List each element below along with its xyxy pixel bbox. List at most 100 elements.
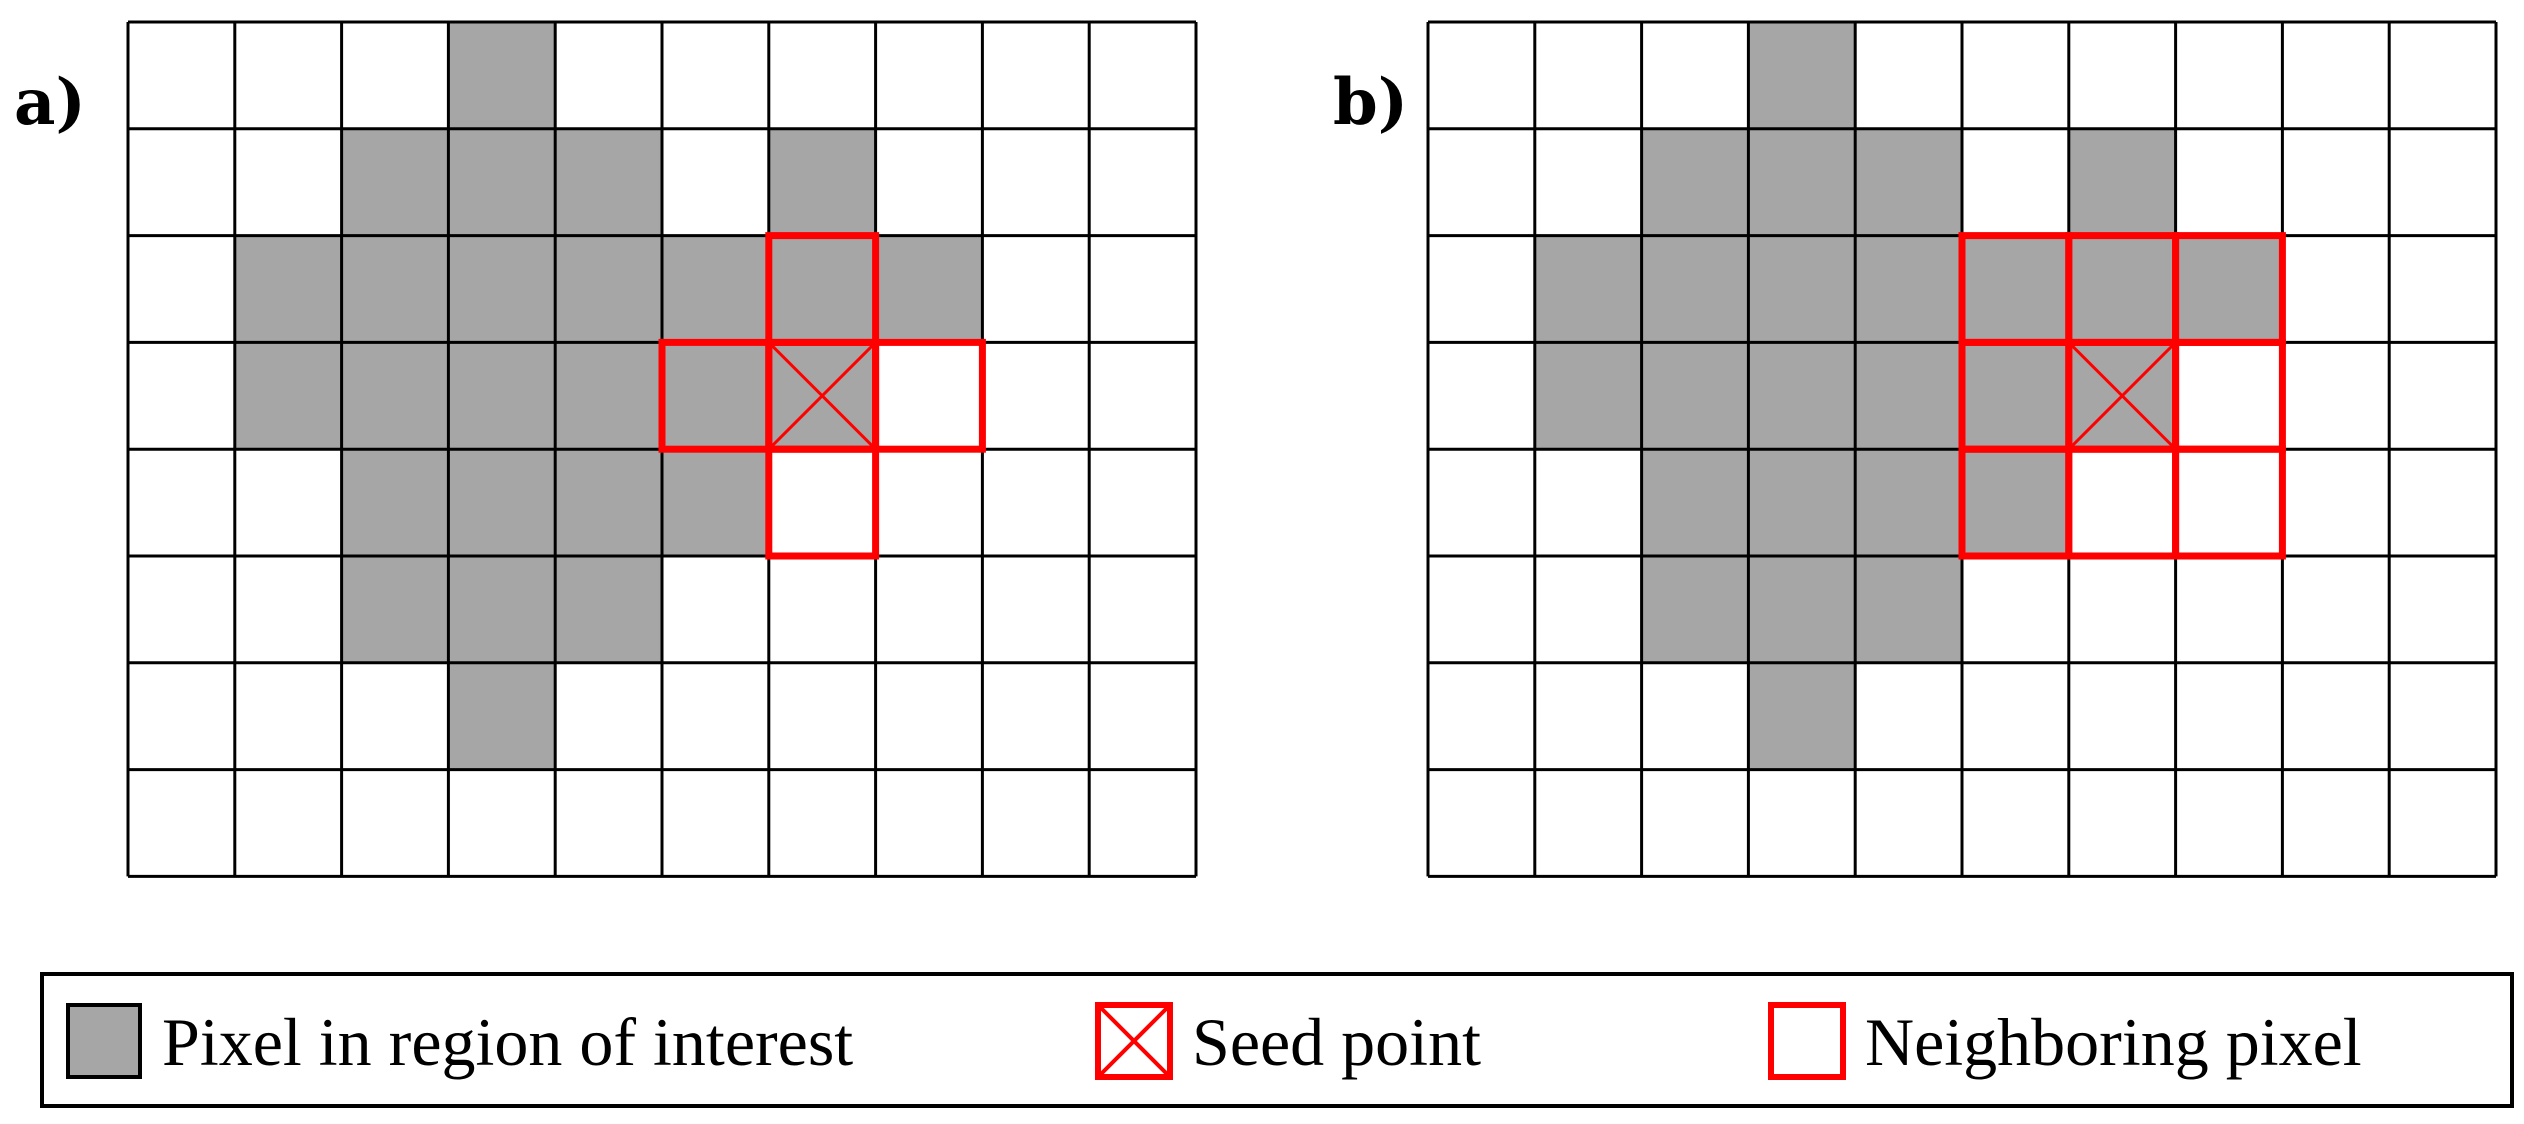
- empty-pixel: [875, 556, 983, 663]
- empty-pixel: [2068, 556, 2176, 663]
- region-pixel: [1855, 449, 1962, 556]
- empty-pixel: [448, 769, 556, 877]
- region-pixel: [234, 235, 342, 343]
- empty-pixel: [2068, 22, 2176, 129]
- empty-pixel: [875, 22, 983, 129]
- empty-pixel: [662, 769, 769, 877]
- panel-b: b): [1333, 20, 2498, 878]
- empty-pixel: [2282, 662, 2390, 770]
- empty-pixel: [1534, 662, 1642, 770]
- empty-pixel: [1748, 769, 1856, 877]
- empty-pixel: [1855, 22, 1962, 129]
- empty-pixel: [1855, 769, 1962, 877]
- region-pixel: [555, 342, 662, 450]
- empty-pixel: [1428, 128, 1535, 236]
- region-pixel: [448, 22, 556, 129]
- empty-pixel: [1428, 342, 1535, 450]
- region-pixel: [1748, 235, 1856, 343]
- region-pixel: [448, 449, 556, 556]
- region-pixel: [2068, 235, 2176, 343]
- region-pixel: [341, 556, 449, 663]
- region-pixel: [1534, 342, 1642, 450]
- neighbor-pixel: [2172, 445, 2286, 560]
- empty-pixel: [1089, 342, 1196, 450]
- empty-pixel: [1962, 662, 2069, 770]
- region-pixel: [1748, 449, 1856, 556]
- region-pixel: [341, 449, 449, 556]
- empty-pixel: [1428, 769, 1535, 877]
- empty-pixel: [2389, 769, 2496, 877]
- empty-pixel: [1089, 662, 1196, 770]
- empty-pixel: [768, 662, 876, 770]
- region-pixel: [1641, 342, 1749, 450]
- region-pixel: [448, 662, 556, 770]
- region-pixel: [1855, 235, 1962, 343]
- region-pixel: [341, 342, 449, 450]
- region-pixel: [768, 128, 876, 236]
- empty-pixel: [2175, 769, 2283, 877]
- panel-a-label: a): [14, 65, 86, 140]
- empty-pixel: [1089, 769, 1196, 877]
- legend-seed-swatch: [1095, 1002, 1173, 1080]
- empty-pixel: [2389, 128, 2496, 236]
- empty-pixel: [982, 449, 1090, 556]
- empty-pixel: [1089, 449, 1196, 556]
- region-pixel: [662, 449, 769, 556]
- seed-cross: [767, 341, 877, 451]
- empty-pixel: [2282, 342, 2390, 450]
- panel-a: a): [14, 20, 1198, 878]
- empty-pixel: [2282, 128, 2390, 236]
- empty-pixel: [1089, 556, 1196, 663]
- empty-pixel: [1428, 556, 1535, 663]
- empty-pixel: [2068, 449, 2176, 556]
- empty-pixel: [768, 449, 876, 556]
- empty-pixel: [982, 22, 1090, 129]
- empty-pixel: [875, 769, 983, 877]
- empty-pixel: [128, 22, 235, 129]
- empty-pixel: [768, 769, 876, 877]
- empty-pixel: [128, 235, 235, 343]
- region-pixel: [662, 235, 769, 343]
- empty-pixel: [1089, 235, 1196, 343]
- legend-region-swatch: [66, 1003, 142, 1079]
- empty-pixel: [555, 22, 662, 129]
- empty-pixel: [234, 128, 342, 236]
- empty-pixel: [128, 662, 235, 770]
- empty-pixel: [1641, 22, 1749, 129]
- empty-pixel: [1534, 556, 1642, 663]
- region-pixel: [555, 128, 662, 236]
- empty-pixel: [1428, 662, 1535, 770]
- empty-pixel: [2389, 342, 2496, 450]
- region-pixel: [555, 449, 662, 556]
- empty-pixel: [1534, 769, 1642, 877]
- empty-pixel: [1089, 128, 1196, 236]
- empty-pixel: [875, 449, 983, 556]
- empty-pixel: [982, 769, 1090, 877]
- empty-pixel: [2175, 342, 2283, 450]
- empty-pixel: [2175, 662, 2283, 770]
- empty-pixel: [875, 662, 983, 770]
- region-pixel: [1748, 556, 1856, 663]
- empty-pixel: [341, 662, 449, 770]
- empty-pixel: [982, 235, 1090, 343]
- region-pixel: [1748, 22, 1856, 129]
- region-pixel: [875, 235, 983, 343]
- empty-pixel: [982, 128, 1090, 236]
- empty-pixel: [2282, 22, 2390, 129]
- empty-pixel: [1962, 769, 2069, 877]
- region-pixel: [1641, 449, 1749, 556]
- empty-pixel: [2175, 449, 2283, 556]
- empty-pixel: [982, 342, 1090, 450]
- empty-pixel: [555, 662, 662, 770]
- region-pixel: [555, 556, 662, 663]
- empty-pixel: [875, 128, 983, 236]
- region-pixel: [1748, 342, 1856, 450]
- region-pixel: [1748, 128, 1856, 236]
- region-pixel: [768, 235, 876, 343]
- empty-pixel: [2068, 662, 2176, 770]
- empty-pixel: [1428, 449, 1535, 556]
- empty-pixel: [2389, 662, 2496, 770]
- region-pixel: [341, 128, 449, 236]
- empty-pixel: [2282, 556, 2390, 663]
- legend-neighbor-swatch: [1768, 1002, 1846, 1080]
